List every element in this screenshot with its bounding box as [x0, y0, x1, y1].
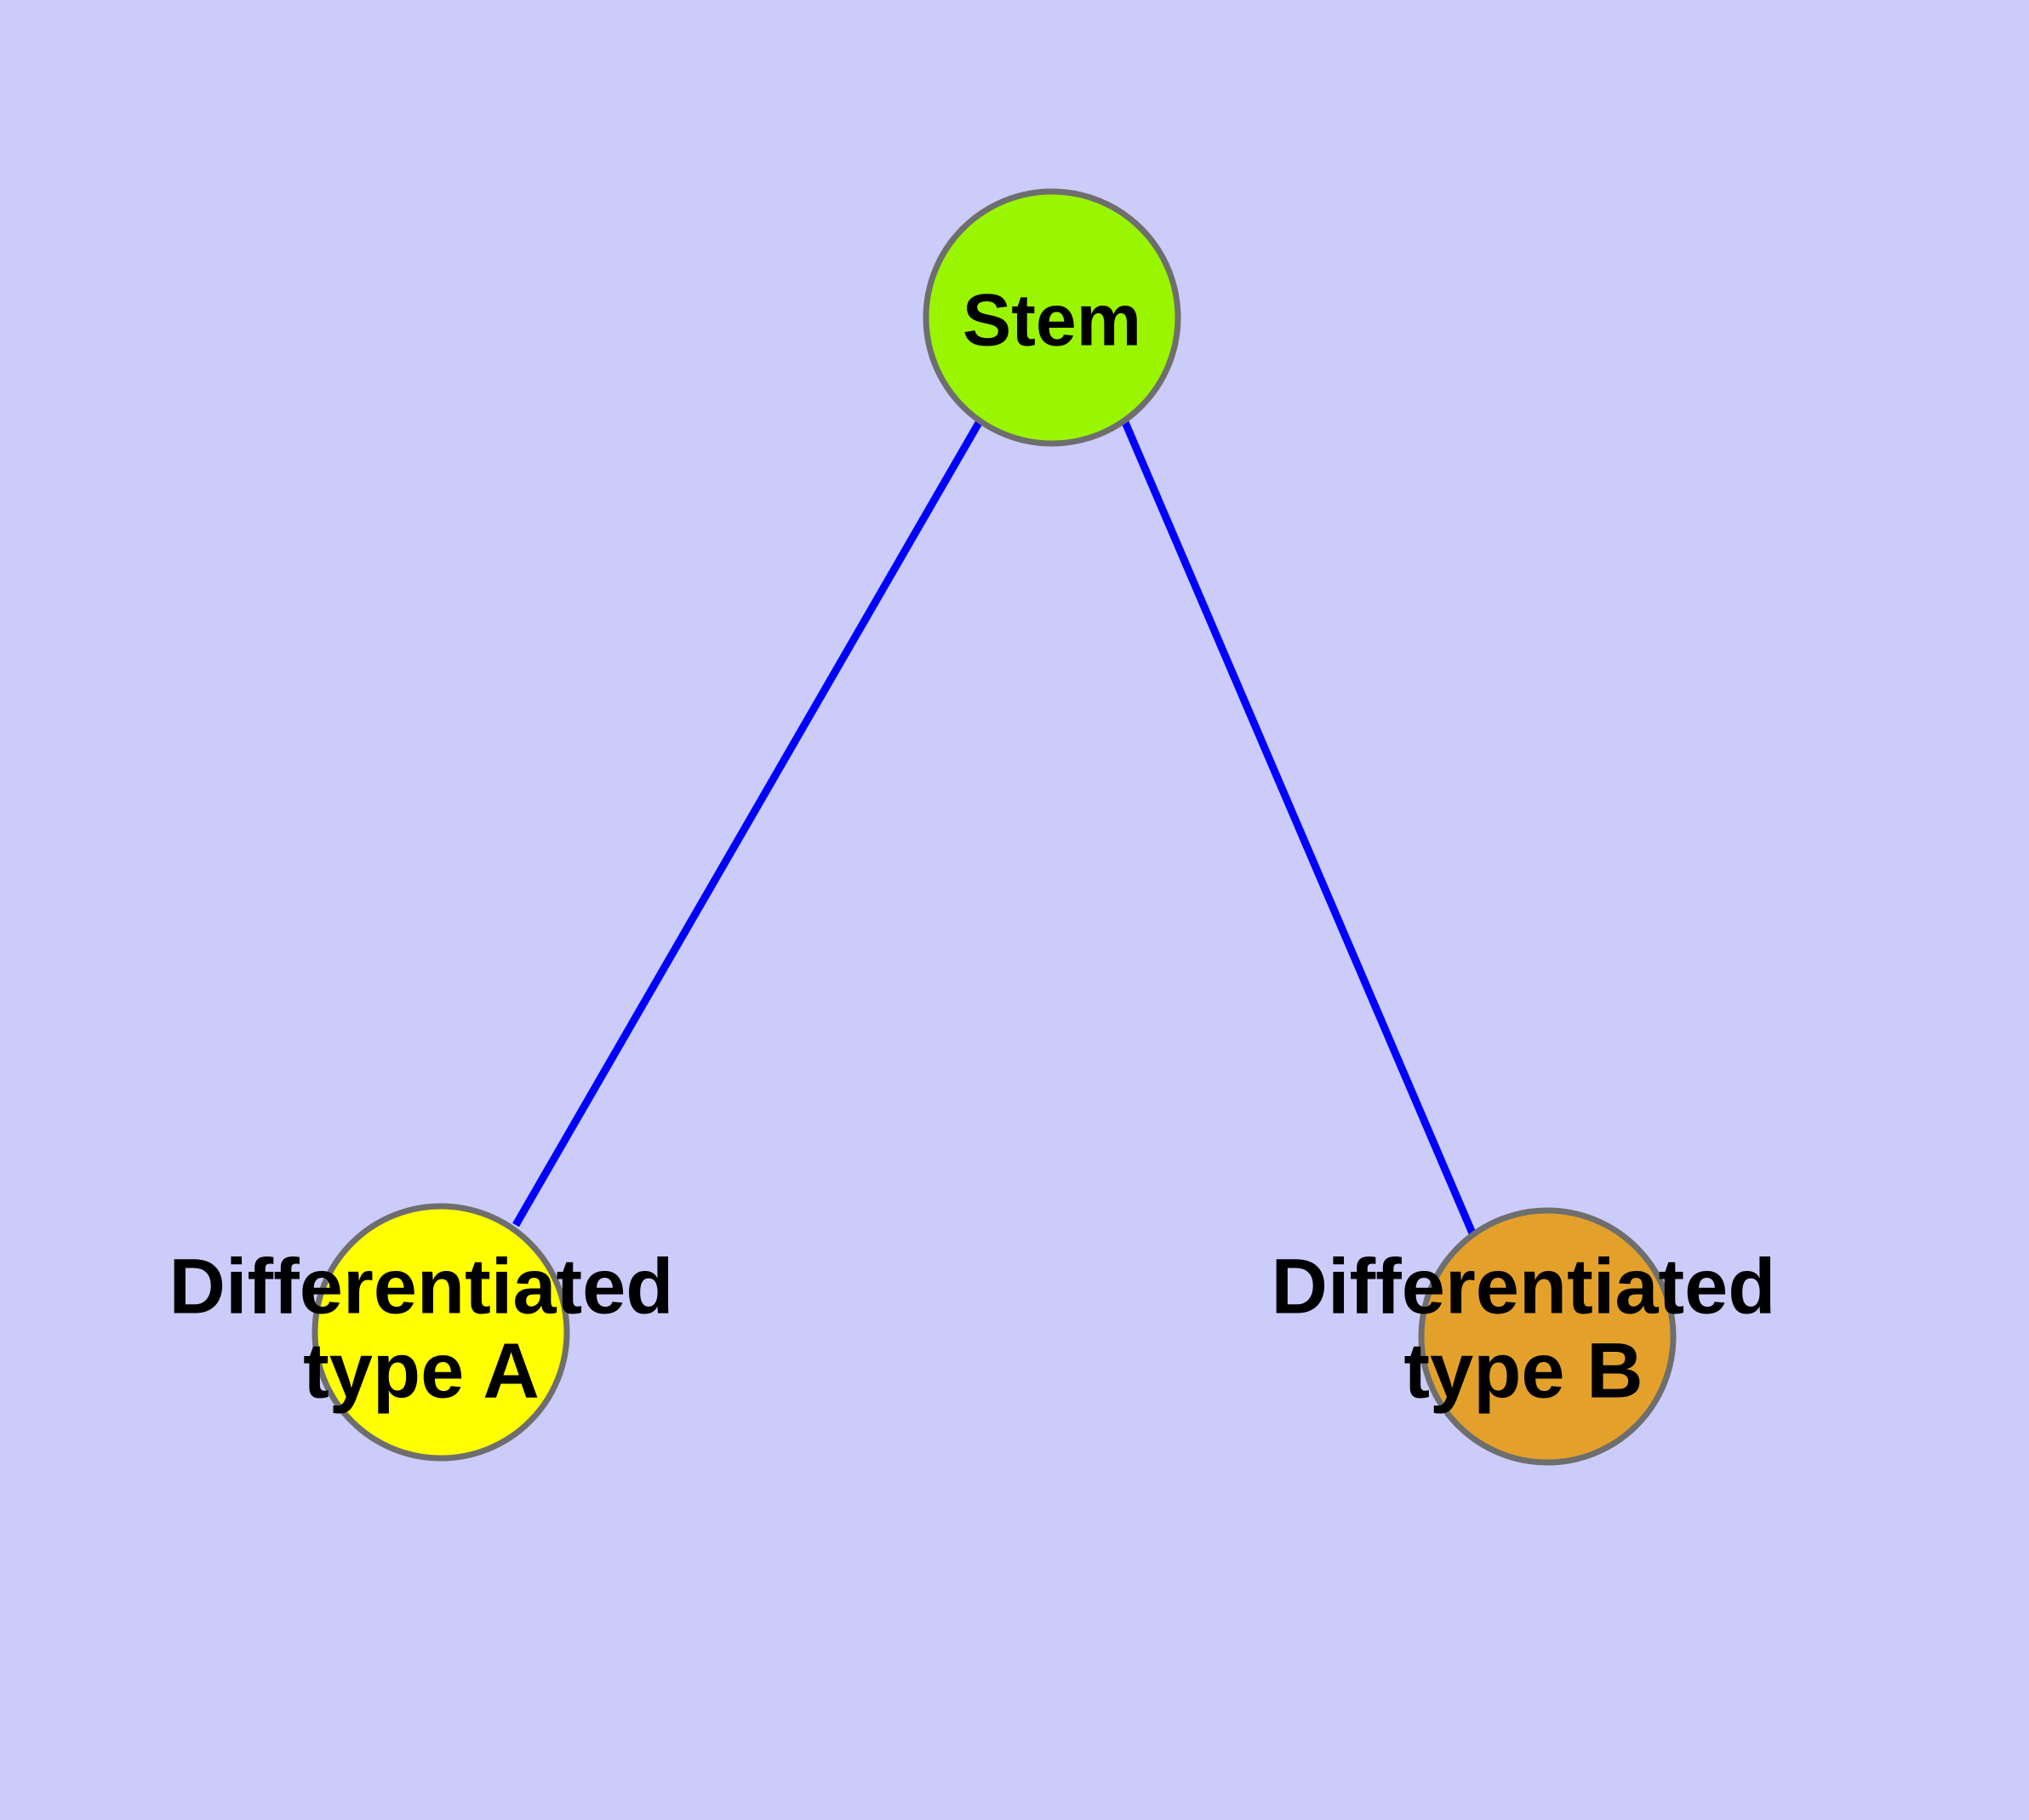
- edge-layer: [512, 419, 1477, 1237]
- node-differentiated-type-a[interactable]: [311, 1203, 570, 1462]
- node-stem[interactable]: [923, 188, 1181, 447]
- edge-stem-to-differentiated-type-a[interactable]: [512, 419, 983, 1228]
- edge-stem-to-differentiated-type-b[interactable]: [1121, 421, 1477, 1237]
- node-layer: [311, 188, 1677, 1466]
- node-differentiated-type-b[interactable]: [1418, 1207, 1677, 1466]
